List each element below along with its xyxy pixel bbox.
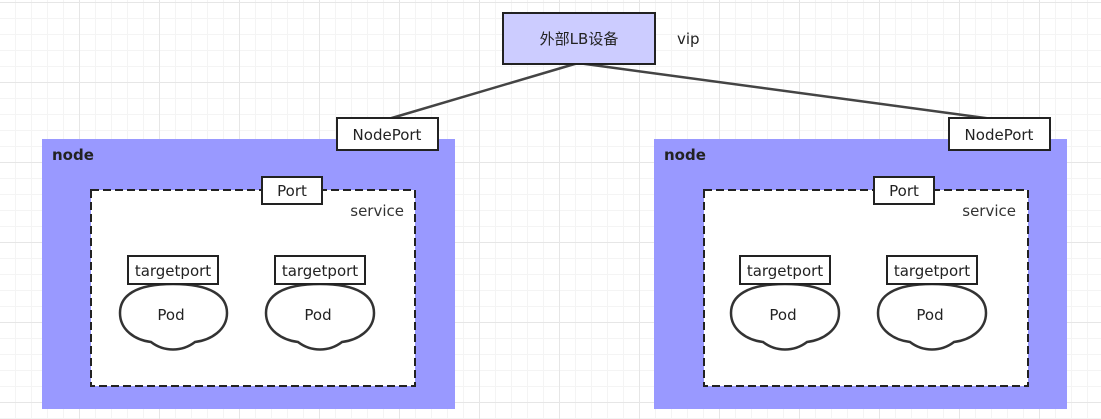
edge-lb-to-nodeport-1	[384, 61, 579, 122]
node-2: node service Port Pod targetport Pod tar…	[654, 139, 1067, 409]
vip-label: vip	[677, 30, 700, 48]
pod-2a-label: Pod	[769, 306, 796, 324]
pod-1b: Pod targetport	[264, 255, 376, 351]
targetport-2a-label: targetport	[747, 262, 823, 280]
service-2-label: service	[962, 202, 1016, 220]
node-2-title: node	[664, 146, 706, 164]
port-1-label: Port	[277, 182, 307, 200]
node-1: node service Port Pod targetport Pod tar…	[42, 139, 455, 409]
port-1: Port	[261, 176, 323, 205]
pod-1a: Pod targetport	[118, 255, 229, 351]
external-lb: 外部LB设备	[502, 12, 656, 65]
node-1-title: node	[52, 146, 94, 164]
targetport-1a-label: targetport	[135, 262, 211, 280]
pod-2b-label: Pod	[916, 306, 943, 324]
nodeport-2-label: NodePort	[965, 126, 1034, 144]
targetport-2b-label: targetport	[894, 262, 970, 280]
pod-1a-label: Pod	[157, 306, 184, 324]
nodeport-1-label: NodePort	[353, 126, 422, 144]
external-lb-label: 外部LB设备	[540, 30, 619, 48]
pod-2b: Pod targetport	[876, 255, 988, 351]
edge-lb-to-nodeport-2	[577, 61, 1001, 122]
external-lb-box	[502, 12, 656, 65]
port-2-label: Port	[889, 182, 919, 200]
port-2: Port	[873, 176, 935, 205]
nodeport-1: NodePort	[336, 117, 439, 151]
nodeport-2: NodePort	[948, 117, 1051, 151]
pod-2a: Pod targetport	[729, 255, 841, 351]
pod-1b-label: Pod	[304, 306, 331, 324]
targetport-1b-label: targetport	[282, 262, 358, 280]
service-1-label: service	[350, 202, 404, 220]
